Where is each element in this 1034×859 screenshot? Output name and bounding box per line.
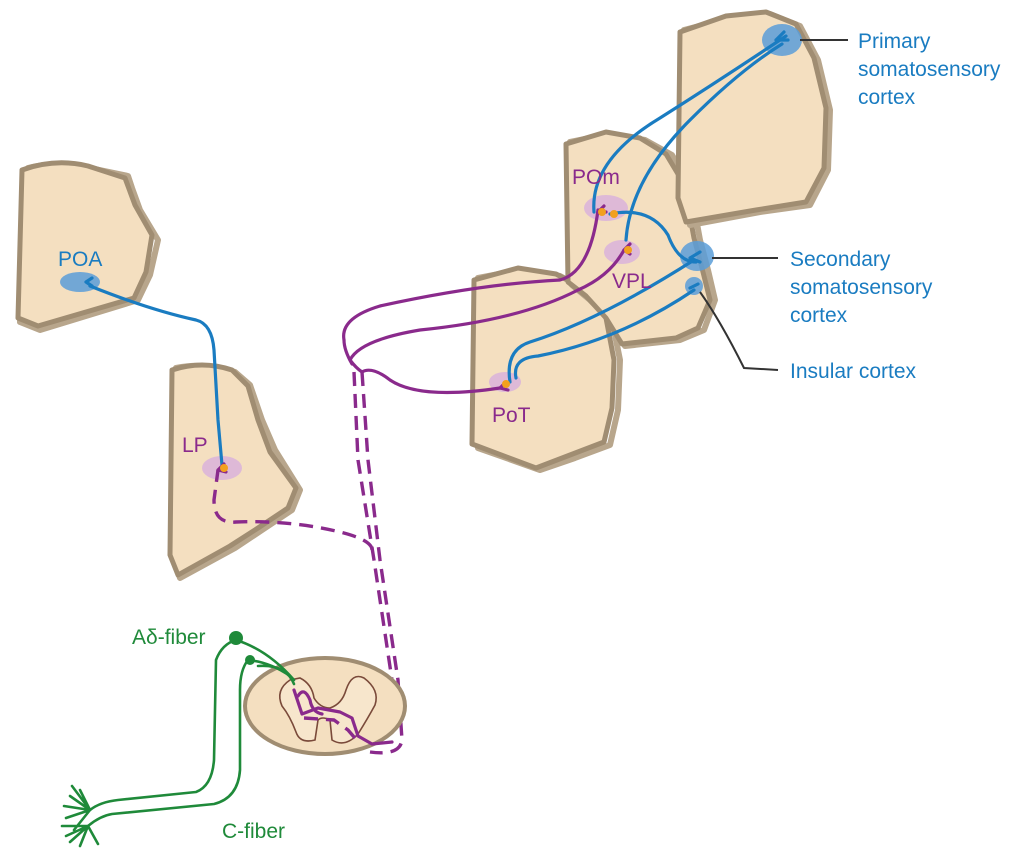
c-fiber-label: C-fiber bbox=[222, 820, 285, 843]
lp-label: LP bbox=[182, 434, 208, 457]
primary-label-3: cortex bbox=[858, 86, 916, 109]
primary-label-2: somatosensory bbox=[858, 58, 1001, 81]
lp-synapse-dot bbox=[220, 464, 228, 472]
free-nerve-endings bbox=[62, 786, 98, 846]
pom-nucleus bbox=[584, 195, 628, 221]
spinal-cord-section bbox=[245, 658, 405, 754]
a-delta-fiber bbox=[90, 640, 236, 810]
primary-label-1: Primary bbox=[858, 30, 931, 53]
vpl-synapse-dot bbox=[624, 246, 632, 254]
pom-synapse-dot-2 bbox=[610, 210, 618, 218]
vpl-label: VPL bbox=[612, 270, 652, 293]
insular-label: Insular cortex bbox=[790, 360, 917, 383]
primary-cortex-slab bbox=[678, 12, 830, 225]
pom-label: POm bbox=[572, 166, 620, 189]
pom-synapse-dot bbox=[598, 208, 606, 216]
pot-label: PoT bbox=[492, 404, 531, 427]
a-delta-label: Aδ-fiber bbox=[132, 626, 206, 649]
secondary-label-3: cortex bbox=[790, 304, 848, 327]
a-delta-cell-body bbox=[229, 631, 243, 645]
pot-synapse-dot bbox=[502, 380, 510, 388]
c-fiber-cell-body bbox=[245, 655, 255, 665]
secondary-label-2: somatosensory bbox=[790, 276, 933, 299]
poa-label: POA bbox=[58, 248, 102, 271]
secondary-label-1: Secondary bbox=[790, 248, 891, 271]
